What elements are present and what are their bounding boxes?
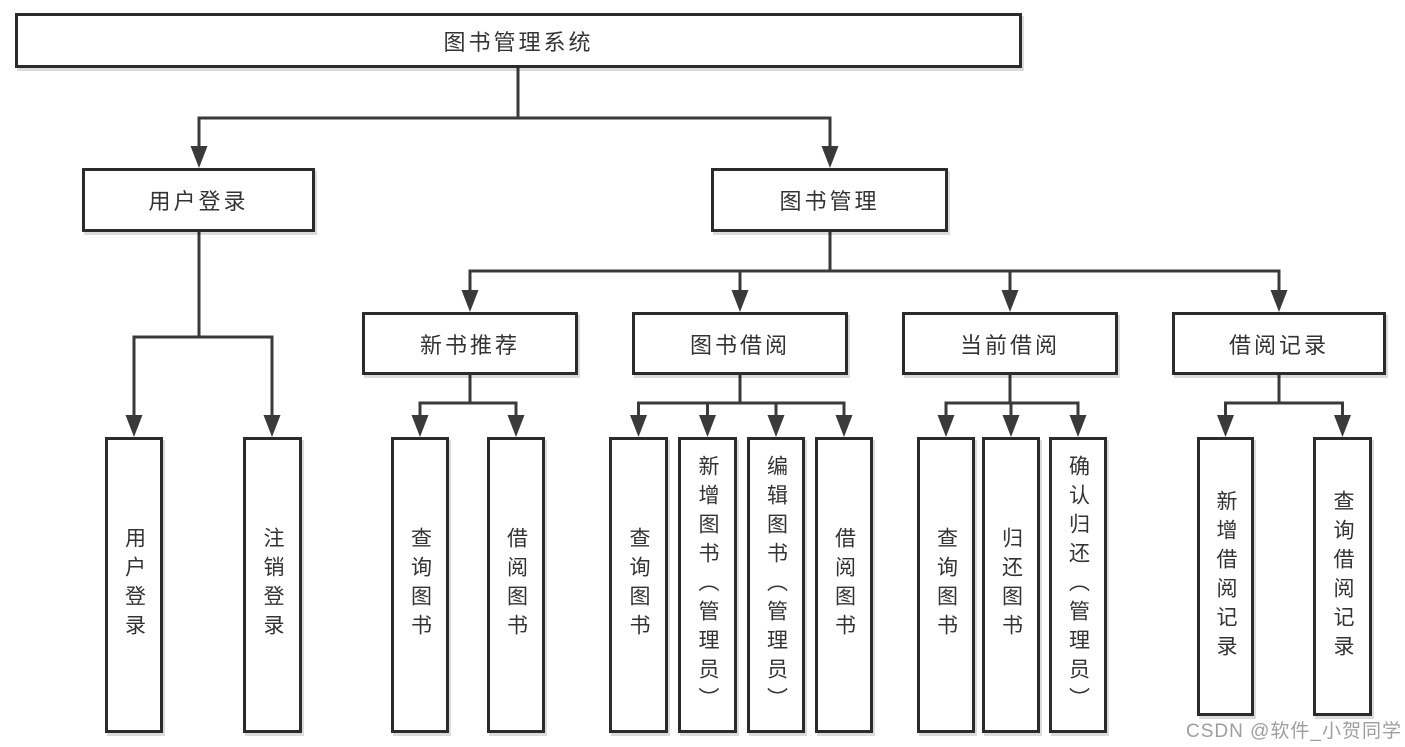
- node-label: 借阅图书: [832, 527, 856, 643]
- watermark: CSDN @软件_小贺同学: [1186, 721, 1402, 742]
- node-label: 用户登录: [122, 527, 146, 643]
- node-leaf-borrow-books-borrowing: 借阅图书: [815, 437, 873, 733]
- node-label: 编辑图书（管理员）: [764, 454, 788, 716]
- node-label: 当前借阅: [959, 332, 1060, 358]
- node-leaf-add-book-admin: 新增图书（管理员）: [678, 437, 737, 733]
- node-book-borrowing: 图书借阅: [632, 312, 848, 375]
- node-label: 查询图书: [934, 527, 958, 643]
- node-leaf-query-books-current: 查询图书: [917, 437, 975, 733]
- node-label: 查询借阅记录: [1331, 489, 1354, 664]
- node-label: 确认归还（管理员）: [1066, 454, 1090, 716]
- node-label: 图书管理: [779, 189, 880, 214]
- node-leaf-user-login: 用户登录: [105, 437, 163, 733]
- node-label: 用户登录: [148, 189, 249, 214]
- node-label: 图书借阅: [689, 332, 790, 358]
- node-leaf-query-books-borrowing: 查询图书: [609, 437, 668, 733]
- node-user-login: 用户登录: [82, 168, 315, 232]
- node-leaf-query-borrow-record: 查询借阅记录: [1313, 437, 1372, 716]
- node-leaf-add-borrow-record: 新增借阅记录: [1197, 437, 1254, 716]
- node-leaf-query-books-recommend: 查询图书: [391, 437, 449, 733]
- node-borrowing-records: 借阅记录: [1172, 312, 1386, 375]
- node-label: 借阅记录: [1228, 332, 1329, 358]
- node-library-system: 图书管理系统: [15, 13, 1022, 68]
- node-leaf-confirm-return-admin: 确认归还（管理员）: [1049, 437, 1107, 733]
- node-leaf-logout: 注销登录: [243, 437, 302, 733]
- node-label: 查询图书: [408, 527, 432, 643]
- node-leaf-edit-book-admin: 编辑图书（管理员）: [747, 437, 805, 733]
- node-label: 归还图书: [999, 527, 1023, 643]
- node-label: 注销登录: [261, 527, 284, 643]
- node-leaf-return-books: 归还图书: [982, 437, 1040, 733]
- node-leaf-borrow-books-recommend: 借阅图书: [487, 437, 545, 733]
- node-label: 新增借阅记录: [1214, 489, 1237, 664]
- node-label: 借阅图书: [504, 527, 528, 643]
- node-label: 图书管理系统: [443, 29, 594, 55]
- node-label: 新增图书（管理员）: [696, 454, 719, 716]
- node-book-management: 图书管理: [711, 168, 948, 232]
- node-new-book-recommendation: 新书推荐: [362, 312, 578, 375]
- node-current-borrowing: 当前借阅: [902, 312, 1118, 375]
- node-label: 新书推荐: [419, 332, 520, 358]
- node-label: 查询图书: [627, 527, 650, 643]
